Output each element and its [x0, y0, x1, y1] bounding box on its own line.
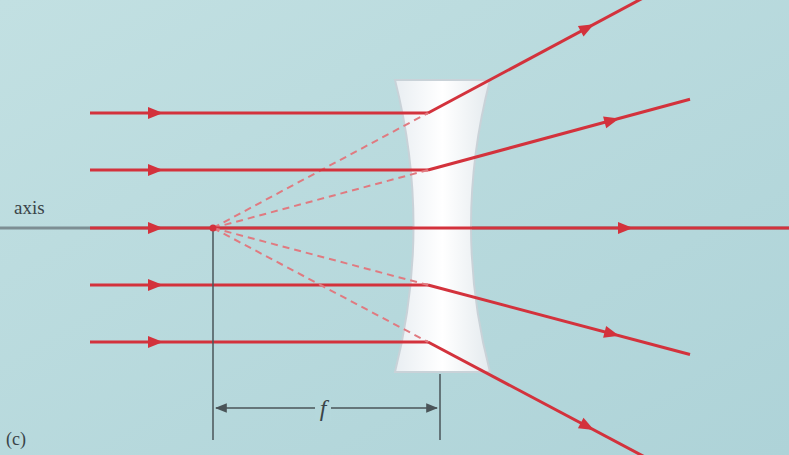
ray-arrowhead: [578, 418, 597, 436]
incident-ray: [90, 169, 428, 172]
dimension-extension: [439, 374, 441, 440]
incident-ray: [90, 341, 428, 344]
ray-arrowhead: [148, 107, 163, 119]
ray-group: [90, 0, 789, 455]
ray-arrowhead: [618, 222, 633, 234]
virtual-ray: [213, 228, 428, 342]
dimension-extension: [212, 230, 214, 440]
virtual-ray: [213, 170, 428, 228]
incident-ray: [90, 284, 428, 287]
focal-length-label: f: [315, 395, 332, 421]
refracted-ray: [428, 227, 789, 230]
ray-arrowhead: [148, 164, 163, 176]
ray-arrowhead: [603, 326, 621, 341]
ray-arrowhead: [148, 336, 163, 348]
incident-ray: [90, 227, 428, 230]
focal-point: [210, 225, 217, 232]
virtual-ray: [213, 228, 428, 285]
refracted-ray: [428, 285, 690, 354]
incident-ray: [90, 112, 428, 115]
ray-arrowhead: [578, 19, 597, 37]
ray-arrowhead: [148, 279, 163, 291]
axis-label: axis: [14, 198, 45, 217]
refracted-ray: [428, 0, 655, 113]
panel-label: (c): [6, 430, 26, 448]
refracted-ray: [428, 99, 690, 170]
ray-arrowhead: [603, 113, 621, 128]
refracted-ray: [428, 342, 655, 455]
ray-arrowhead: [148, 222, 163, 234]
optical-axis: [0, 227, 789, 230]
